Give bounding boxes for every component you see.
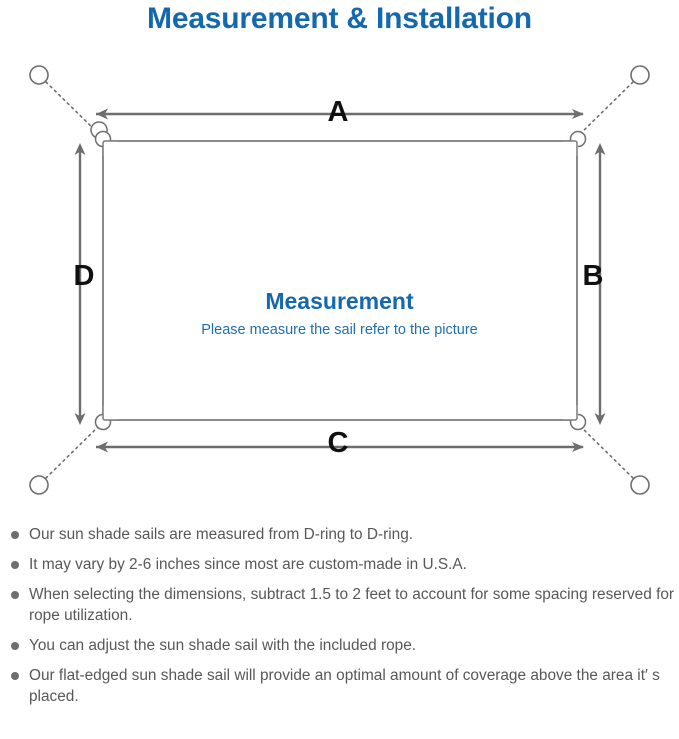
diagram-center-subtitle: Please measure the sail refer to the pic…: [201, 322, 478, 338]
dotted-rope-line-icon: [45, 423, 102, 479]
list-item-text: Our sun shade sails are measured from D-…: [29, 526, 414, 543]
anchor-circle-icon: [630, 65, 650, 85]
dotted-rope-line-icon: [577, 423, 634, 479]
dimension-label-b: B: [582, 260, 604, 292]
bullet-icon: [11, 591, 19, 599]
dimension-line-c: [96, 441, 584, 453]
diagram-center-title: Measurement: [265, 288, 414, 314]
list-item: Our flat-edged sun shade sail will provi…: [0, 665, 679, 707]
dotted-rope-line-icon: [577, 81, 634, 137]
list-item: It may vary by 2-6 inches since most are…: [0, 554, 679, 575]
bullet-icon: [11, 672, 19, 680]
dimension-line-d: [74, 143, 86, 425]
list-item-text: It may vary by 2-6 inches since most are…: [29, 556, 467, 573]
list-item-text: When selecting the dimensions, subtract …: [29, 586, 675, 624]
bullet-icon: [11, 642, 19, 650]
notes-list: Our sun shade sails are measured from D-…: [0, 524, 679, 716]
list-item-text: Our flat-edged sun shade sail will provi…: [29, 667, 660, 705]
page-title: Measurement & Installation: [147, 2, 532, 35]
dimension-label-a: A: [327, 96, 349, 128]
dimension-label-c: C: [327, 427, 349, 459]
sail-rectangle: [102, 140, 578, 421]
list-item: You can adjust the sun shade sail with t…: [0, 635, 679, 656]
list-item: Our sun shade sails are measured from D-…: [0, 524, 679, 545]
anchor-circle-icon: [29, 475, 49, 495]
measurement-diagram: Measurement Please measure the sail refe…: [0, 44, 679, 514]
dotted-rope-line-icon: [45, 81, 102, 137]
list-item: When selecting the dimensions, subtract …: [0, 584, 679, 626]
dimension-label-d: D: [73, 260, 95, 292]
anchor-circle-icon: [29, 65, 49, 85]
list-item-text: You can adjust the sun shade sail with t…: [29, 637, 417, 654]
dimension-line-b: [594, 143, 606, 425]
bullet-icon: [11, 531, 19, 539]
dimension-line-a: [96, 108, 584, 120]
anchor-circle-icon: [630, 475, 650, 495]
bullet-icon: [11, 561, 19, 569]
